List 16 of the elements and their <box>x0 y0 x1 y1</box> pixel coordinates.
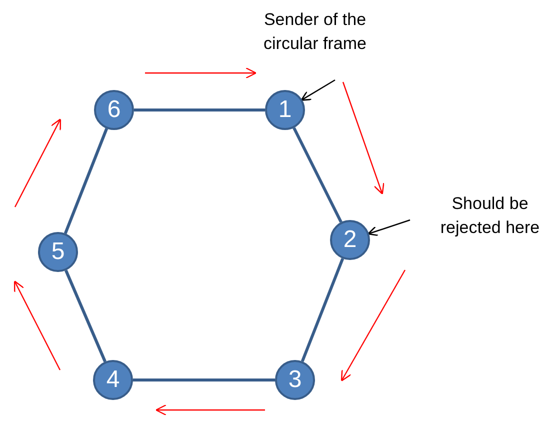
leader-line <box>300 79 336 101</box>
node-circle: 3 <box>275 360 315 400</box>
node-circle: 2 <box>330 220 370 260</box>
node-circle: 5 <box>38 232 78 272</box>
connection-line <box>300 258 344 362</box>
callout-text: Should be rejected here <box>425 192 545 240</box>
connection-line <box>134 108 265 112</box>
node-circle: 1 <box>265 90 305 130</box>
node-circle: 6 <box>94 90 134 130</box>
connection-line <box>133 378 275 382</box>
callout-text: Sender of the circular frame <box>240 8 390 56</box>
connection-line <box>64 270 106 362</box>
connection-line <box>292 127 342 223</box>
node-circle: 4 <box>93 360 133 400</box>
leader-line <box>367 219 410 236</box>
connection-line <box>64 128 108 234</box>
